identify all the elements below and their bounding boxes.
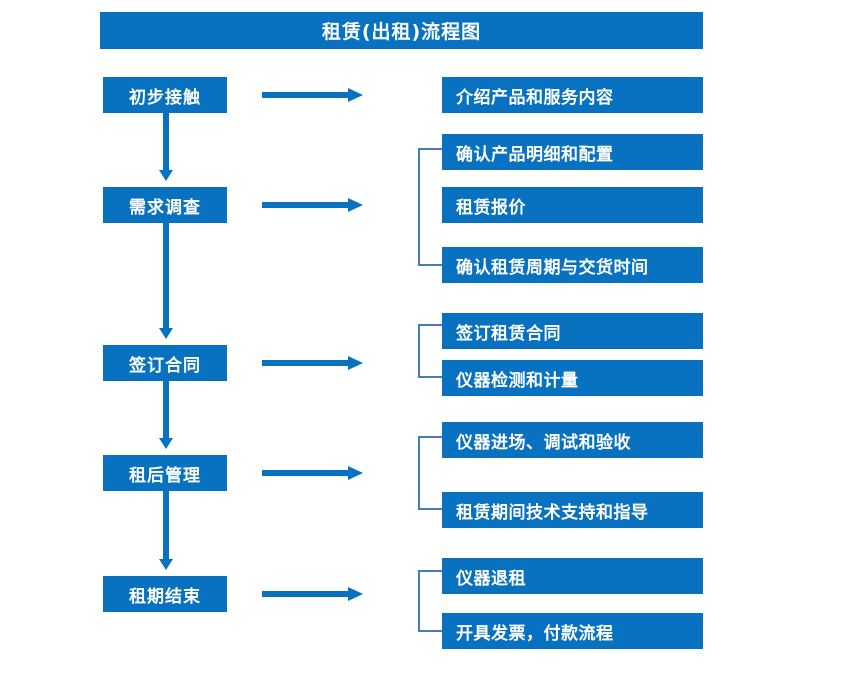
- arrow-right-icon: [262, 464, 363, 482]
- arrow-shaft: [262, 470, 350, 476]
- arrow-head: [348, 198, 363, 212]
- arrow-head: [348, 587, 363, 601]
- arrow-shaft: [163, 381, 169, 438]
- arrow-down-icon: [159, 113, 173, 181]
- bracket-spine: [418, 148, 420, 266]
- bracket-tine-top: [418, 324, 442, 326]
- bracket-tine-top: [418, 570, 442, 572]
- arrow-shaft: [163, 491, 169, 559]
- detail-box[interactable]: 仪器检测和计量: [442, 360, 703, 396]
- bracket-tine-top: [418, 148, 442, 150]
- flowchart-title: 租赁(出租)流程图: [100, 12, 703, 49]
- arrow-down-icon: [159, 223, 173, 339]
- bracket-tine-bottom: [418, 376, 442, 378]
- arrow-shaft: [262, 360, 350, 366]
- arrow-head: [348, 88, 363, 102]
- bracket-spine: [418, 570, 420, 632]
- stage-box[interactable]: 初步接触: [103, 77, 227, 113]
- group-bracket: [418, 570, 442, 632]
- detail-box[interactable]: 介绍产品和服务内容: [442, 77, 703, 113]
- detail-box[interactable]: 确认产品明细和配置: [442, 134, 703, 170]
- detail-box[interactable]: 仪器进场、调试和验收: [442, 422, 703, 458]
- arrow-right-icon: [262, 354, 363, 372]
- stage-box[interactable]: 租期结束: [103, 576, 227, 612]
- bracket-tine-bottom: [418, 630, 442, 632]
- arrow-right-icon: [262, 196, 363, 214]
- stage-box[interactable]: 需求调查: [103, 187, 227, 223]
- arrow-head: [159, 328, 173, 339]
- bracket-spine: [418, 324, 420, 378]
- detail-box[interactable]: 签订租赁合同: [442, 313, 703, 349]
- bracket-tine-top: [418, 436, 442, 438]
- arrow-shaft: [163, 113, 169, 170]
- detail-box[interactable]: 租赁期间技术支持和指导: [442, 492, 703, 528]
- arrow-right-icon: [262, 585, 363, 603]
- arrow-head: [159, 559, 173, 570]
- arrow-right-icon: [262, 86, 363, 104]
- group-bracket: [418, 436, 442, 510]
- arrow-head: [159, 170, 173, 181]
- arrow-head: [159, 438, 173, 449]
- detail-box[interactable]: 租赁报价: [442, 187, 703, 223]
- arrow-down-icon: [159, 381, 173, 449]
- bracket-tine-bottom: [418, 508, 442, 510]
- arrow-down-icon: [159, 491, 173, 570]
- stage-box[interactable]: 签订合同: [103, 345, 227, 381]
- stage-box[interactable]: 租后管理: [103, 455, 227, 491]
- arrow-shaft: [163, 223, 169, 328]
- arrow-shaft: [262, 92, 350, 98]
- detail-box[interactable]: 开具发票，付款流程: [442, 613, 703, 649]
- bracket-spine: [418, 436, 420, 510]
- group-bracket: [418, 324, 442, 378]
- detail-box[interactable]: 仪器退租: [442, 558, 703, 594]
- detail-box[interactable]: 确认租赁周期与交货时间: [442, 247, 703, 283]
- arrow-shaft: [262, 591, 350, 597]
- arrow-head: [348, 356, 363, 370]
- arrow-shaft: [262, 202, 350, 208]
- group-bracket: [418, 148, 442, 266]
- bracket-tine-bottom: [418, 264, 442, 266]
- arrow-head: [348, 466, 363, 480]
